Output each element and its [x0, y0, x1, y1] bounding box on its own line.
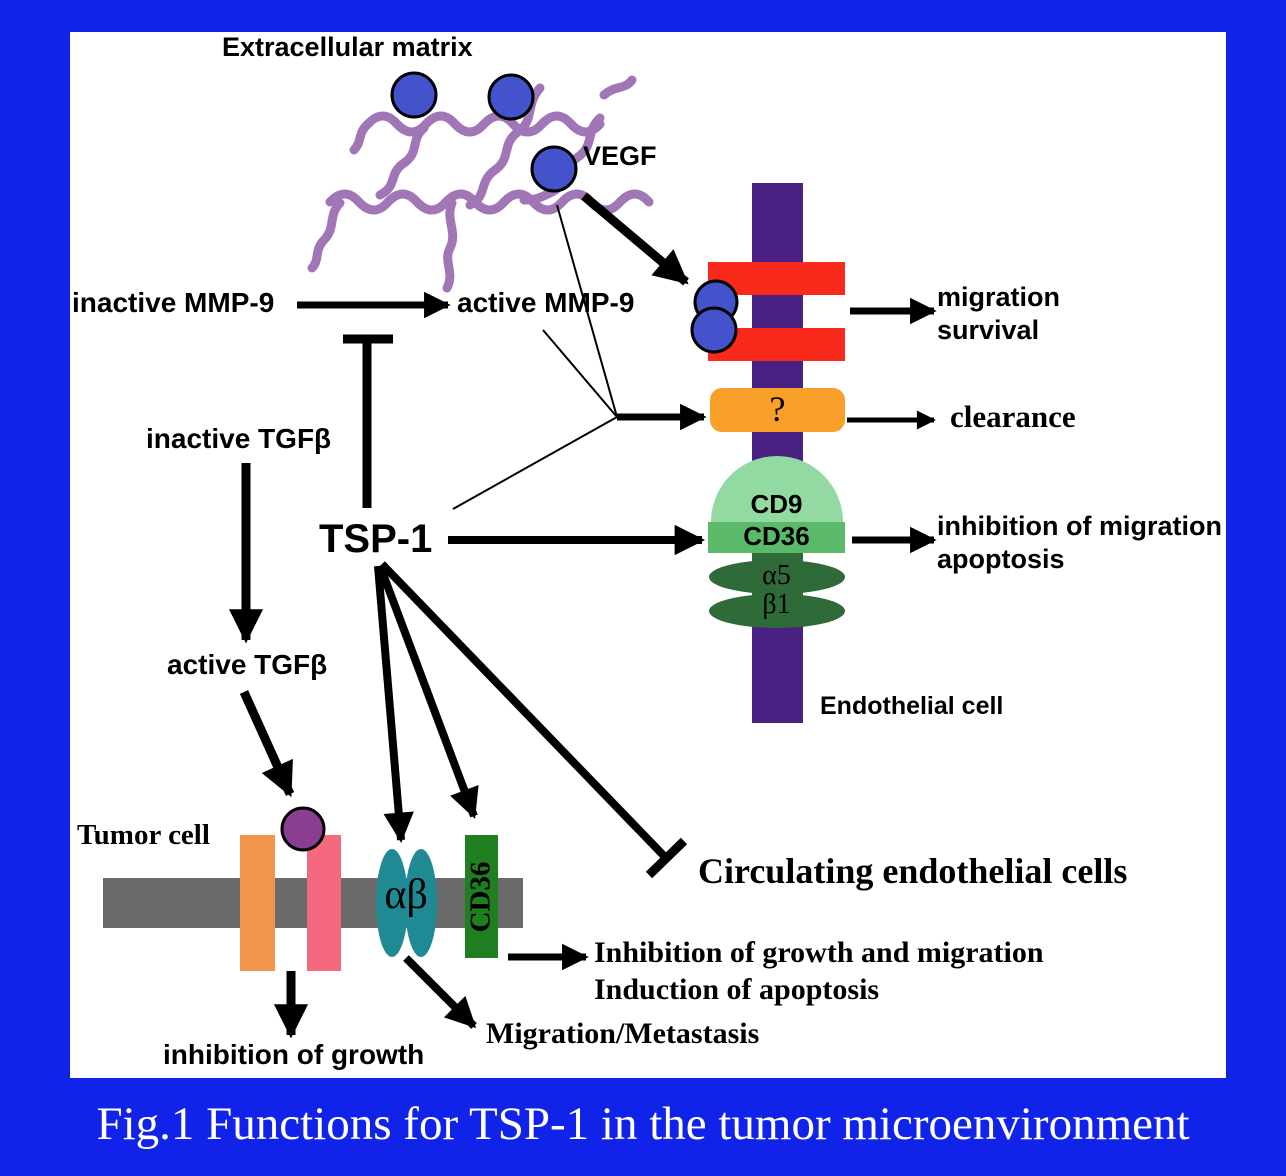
cd36-endothelial-label: CD36 [743, 521, 810, 551]
cd36-tumor-label: CD36 [465, 835, 498, 958]
clearance-label: clearance [950, 399, 1076, 434]
inhibition-of-migration-label: inhibition of migration [937, 511, 1222, 541]
apoptosis-label: apoptosis [937, 544, 1065, 574]
cd36-tumor-text: CD36 [464, 861, 497, 932]
inhibition-growth-migration-label: Inhibition of growth and migration [594, 936, 1044, 969]
endothelial-cell-label: Endothelial cell [820, 692, 1004, 720]
extracellular-matrix-label: Extracellular matrix [222, 32, 473, 62]
migration-metastasis-label: Migration/Metastasis [486, 1017, 760, 1050]
vegf-label: VEGF [583, 141, 657, 171]
tsp1-label: TSP-1 [319, 517, 433, 561]
figure-caption: Fig.1 Functions for TSP-1 in the tumor m… [96, 1098, 1190, 1150]
active-tgfb-label: active TGFβ [167, 649, 328, 680]
tumor-cell-label: Tumor cell [77, 819, 210, 851]
inactive-mmp9-label: inactive MMP-9 [72, 287, 275, 318]
survival-label: survival [937, 315, 1040, 345]
beta1-label: β1 [762, 589, 791, 620]
question-mark-label: ? [769, 389, 786, 429]
cd9-label: CD9 [750, 489, 803, 519]
active-mmp9-label: active MMP-9 [457, 287, 635, 318]
alpha5-label: α5 [762, 560, 791, 591]
inhibition-of-growth-label: inhibition of growth [163, 1039, 425, 1070]
inactive-tgfb-label: inactive TGFβ [146, 423, 332, 454]
migration-survival-label: migration survival [937, 281, 1060, 347]
induction-of-apoptosis-label: Induction of apoptosis [594, 973, 880, 1006]
inhibition-migration-apoptosis-label: inhibition of migration apoptosis [937, 510, 1222, 576]
alpha-beta-label: αβ [384, 872, 428, 918]
circulating-endothelial-cells-label: Circulating endothelial cells [698, 851, 1128, 891]
migration-label: migration [937, 282, 1061, 312]
